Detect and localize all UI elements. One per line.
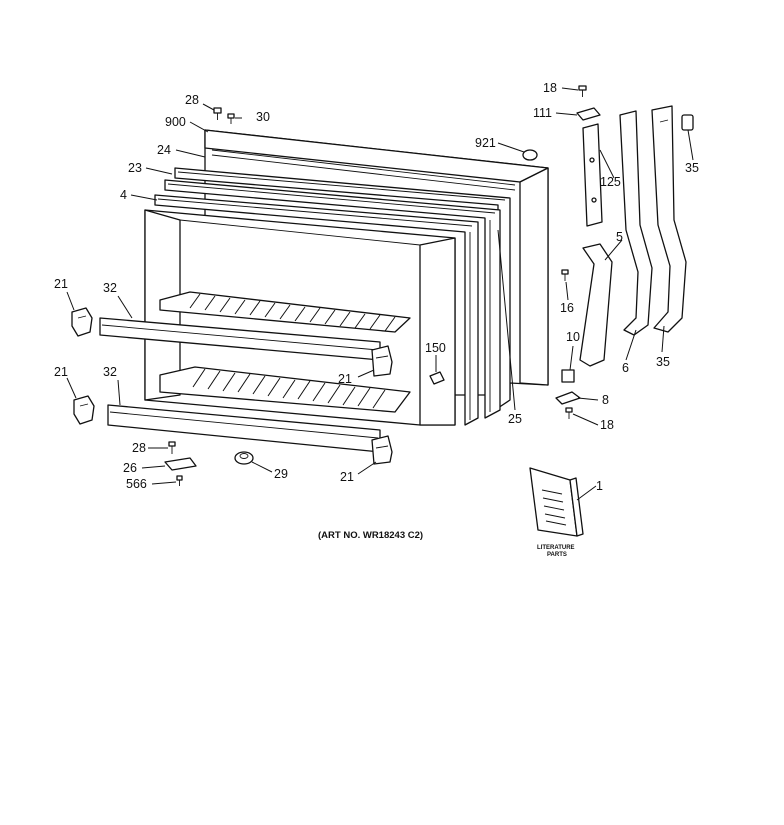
callout-921: 921 [475,136,496,150]
screw-28-top [213,107,222,120]
callout-4: 4 [120,188,127,202]
bracket-111 [576,107,601,121]
bar-end-cap-right-upper [371,345,393,377]
callout-26: 26 [123,461,137,475]
hinge-bracket-5 [579,243,613,367]
callout-6: 6 [622,361,629,375]
plug-921 [522,149,538,161]
callout-28-top: 28 [185,93,199,107]
callout-30: 30 [256,110,270,124]
callout-10: 10 [566,330,580,344]
screw-18-top [578,85,587,97]
hinge-pin-8 [555,391,581,405]
literature-parts-label: PARTS [547,552,567,558]
hinge-plate-125 [582,123,603,227]
callout-21-d: 21 [340,470,354,484]
screw-566 [176,475,183,486]
callout-24: 24 [157,143,171,157]
handle-cap-35 [681,114,694,131]
callout-21-c: 21 [338,372,352,386]
callout-900: 900 [165,115,186,129]
callout-28-bottom: 28 [132,441,146,455]
callout-32-a: 32 [103,281,117,295]
grommet-29 [234,451,254,465]
literature-booklet [529,467,584,537]
leader-lines [66,87,694,501]
callout-21-b: 21 [54,365,68,379]
handle-6 [619,110,653,336]
callout-35-bottom: 35 [656,355,670,369]
art-number-caption: (ART NO. WR18243 C2) [318,530,423,541]
hinge-26 [164,457,197,471]
callout-21-a: 21 [54,277,68,291]
inner-door-frame [154,194,479,426]
screw-30 [227,113,235,124]
inner-liner-tub [144,209,456,426]
screw-16 [561,269,569,281]
screw-28-bottom [168,441,176,454]
bar-end-cap-left-lower [73,395,95,425]
bar-end-cap-right-lower [371,435,393,465]
callout-1: 1 [596,479,603,493]
callout-16: 16 [560,301,574,315]
callout-32-b: 32 [103,365,117,379]
callout-18-top: 18 [543,81,557,95]
clip-150 [429,371,445,385]
callout-5: 5 [616,230,623,244]
callout-labels: 28 30 900 24 23 4 21 32 21 32 21 150 28 … [54,81,699,493]
upper-shelf-ribs [189,293,396,332]
callout-111: 111 [533,106,552,120]
spacer-10 [561,369,575,383]
door-gasket [164,179,501,419]
callout-8: 8 [602,393,609,407]
handle-35 [651,105,687,333]
callout-125: 125 [600,175,621,189]
callout-35-top: 35 [685,161,699,175]
screw-18-bottom [565,407,573,419]
bar-end-cap-left-upper [71,307,93,337]
callout-23: 23 [128,161,142,175]
literature-label: LITERATURE [537,545,575,551]
lower-shelf-ribs [192,368,386,409]
callout-150: 150 [425,341,446,355]
callout-566: 566 [126,477,147,491]
callout-18-bottom: 18 [600,418,614,432]
callout-25: 25 [508,412,522,426]
callout-29: 29 [274,467,288,481]
